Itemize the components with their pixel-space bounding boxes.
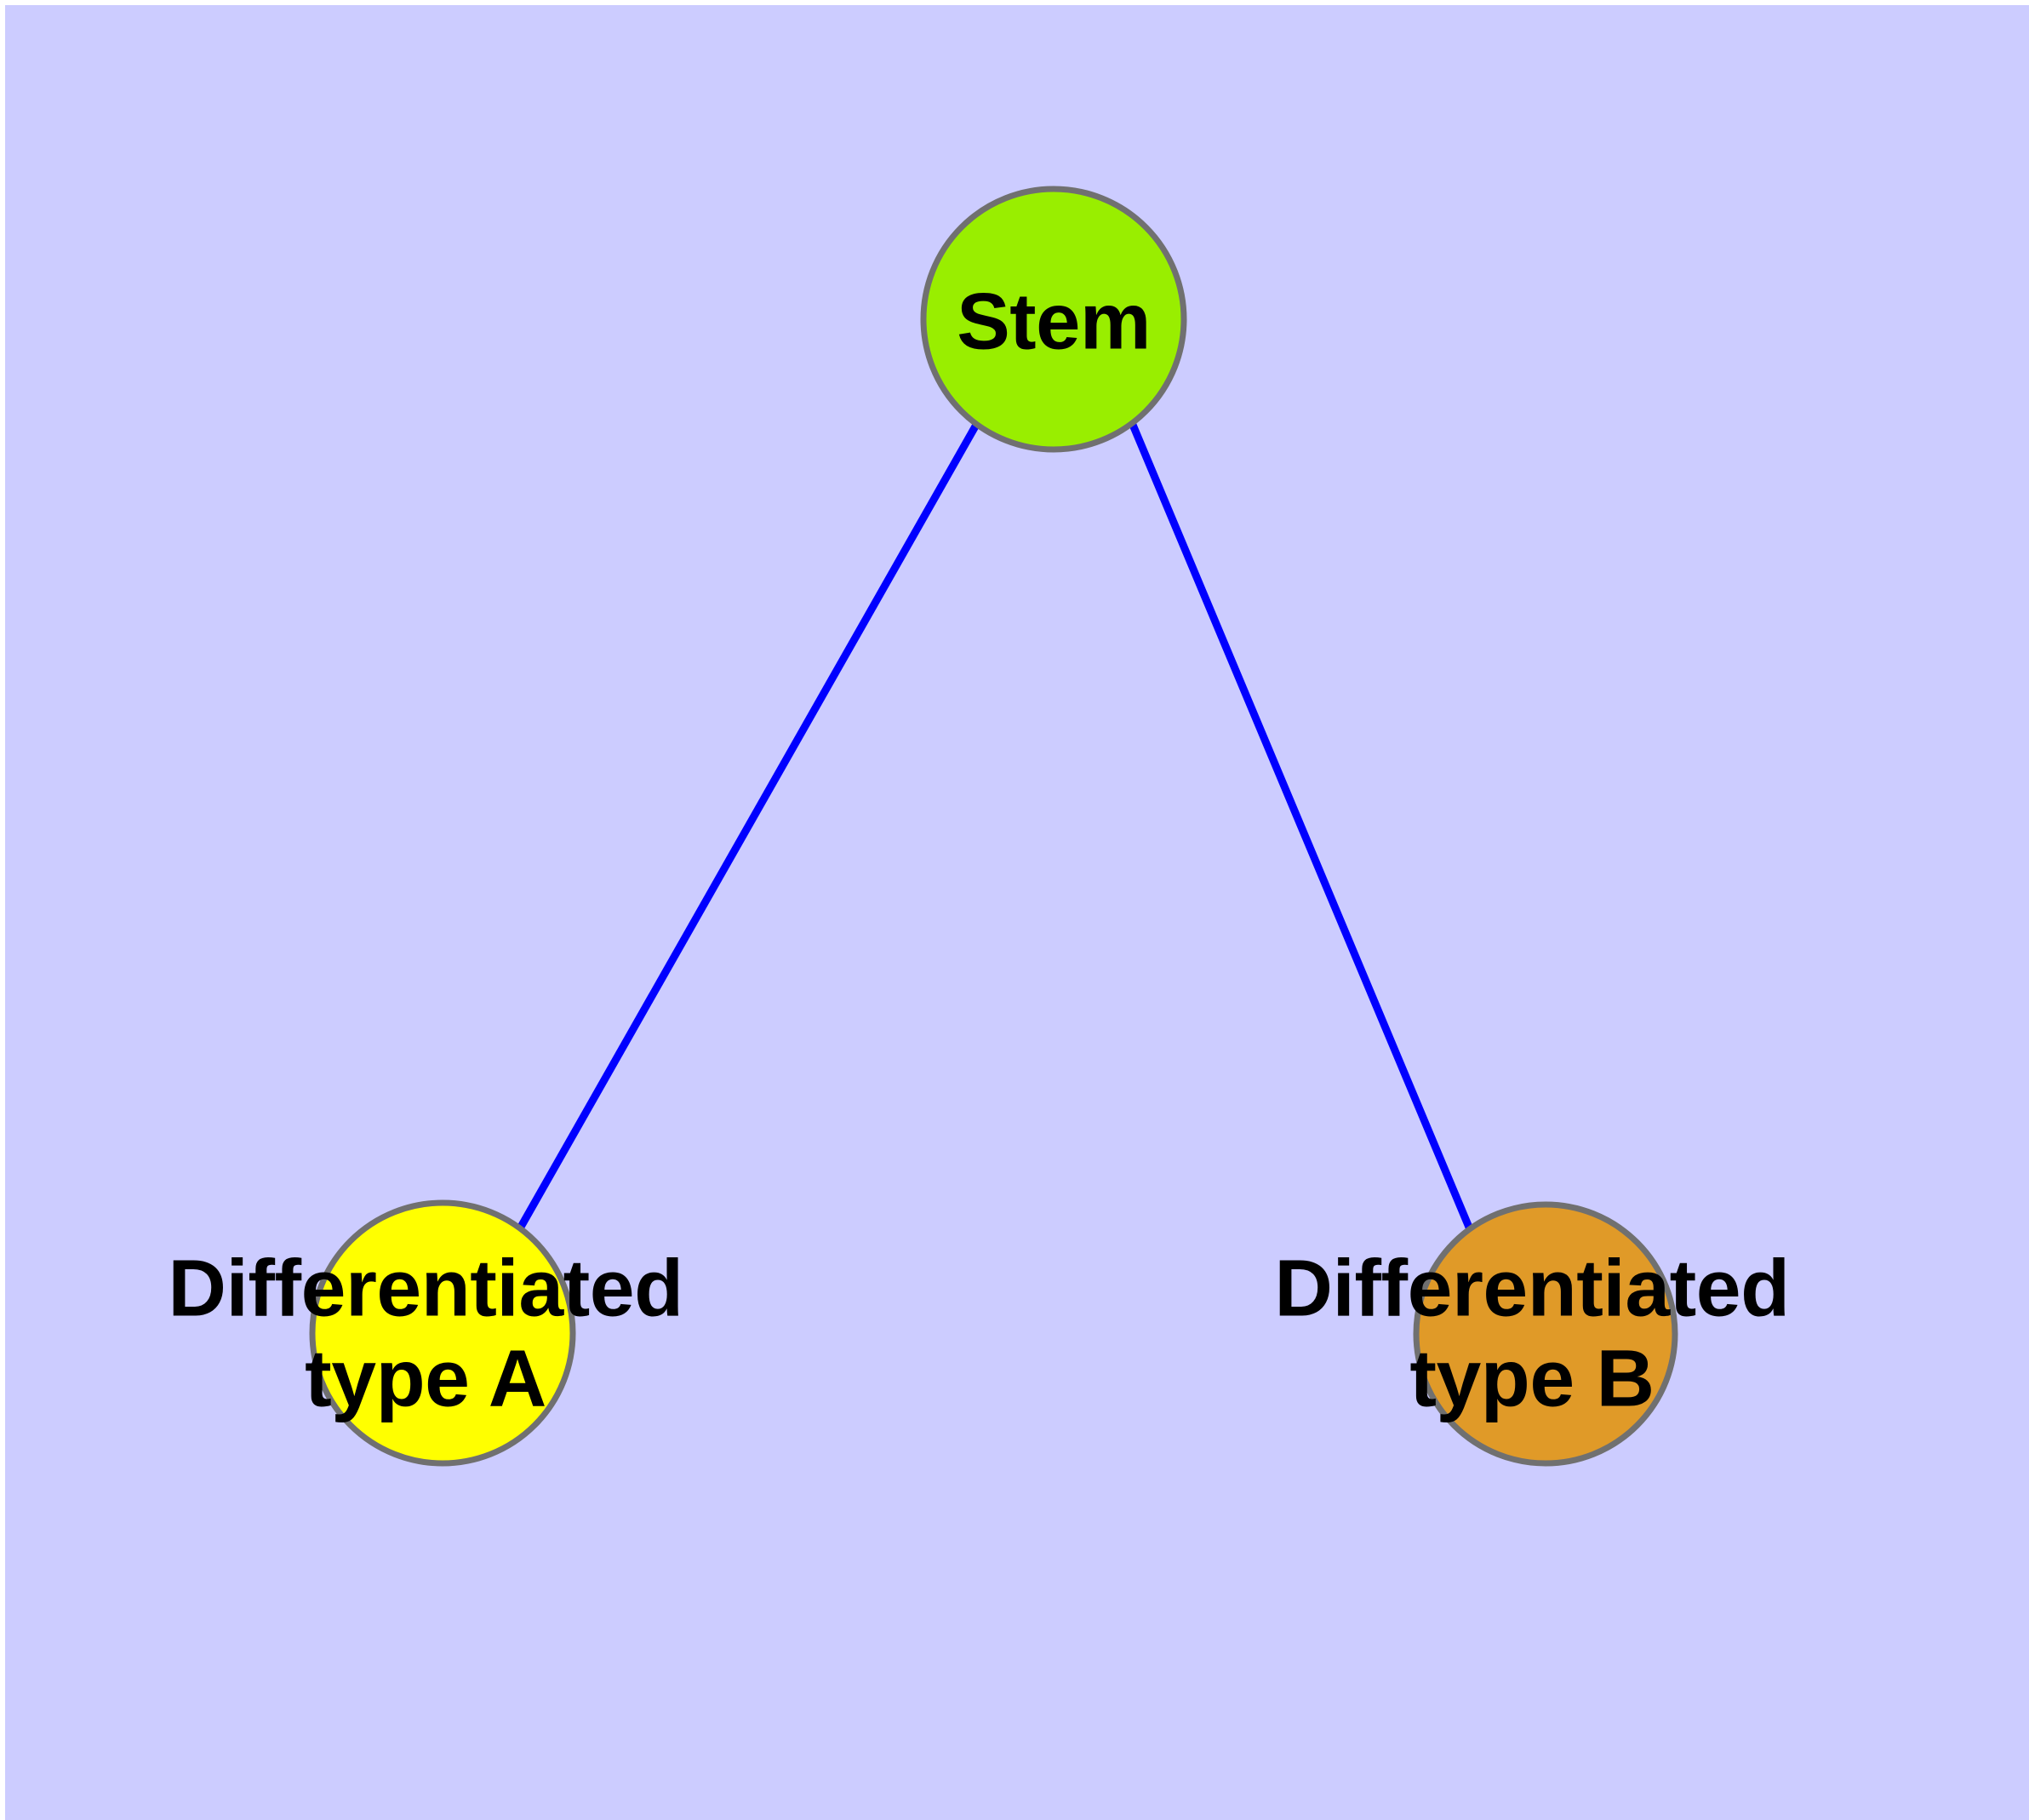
edge-stem-to-differentiated-type-a <box>517 422 980 1231</box>
node-stem[interactable] <box>920 186 1187 453</box>
edge-layer <box>517 422 1474 1231</box>
edge-stem-to-differentiated-type-b <box>1129 423 1474 1231</box>
node-layer <box>309 186 1678 1467</box>
node-differentiated-type-b[interactable] <box>1413 1201 1678 1467</box>
node-differentiated-type-a[interactable] <box>309 1199 576 1467</box>
